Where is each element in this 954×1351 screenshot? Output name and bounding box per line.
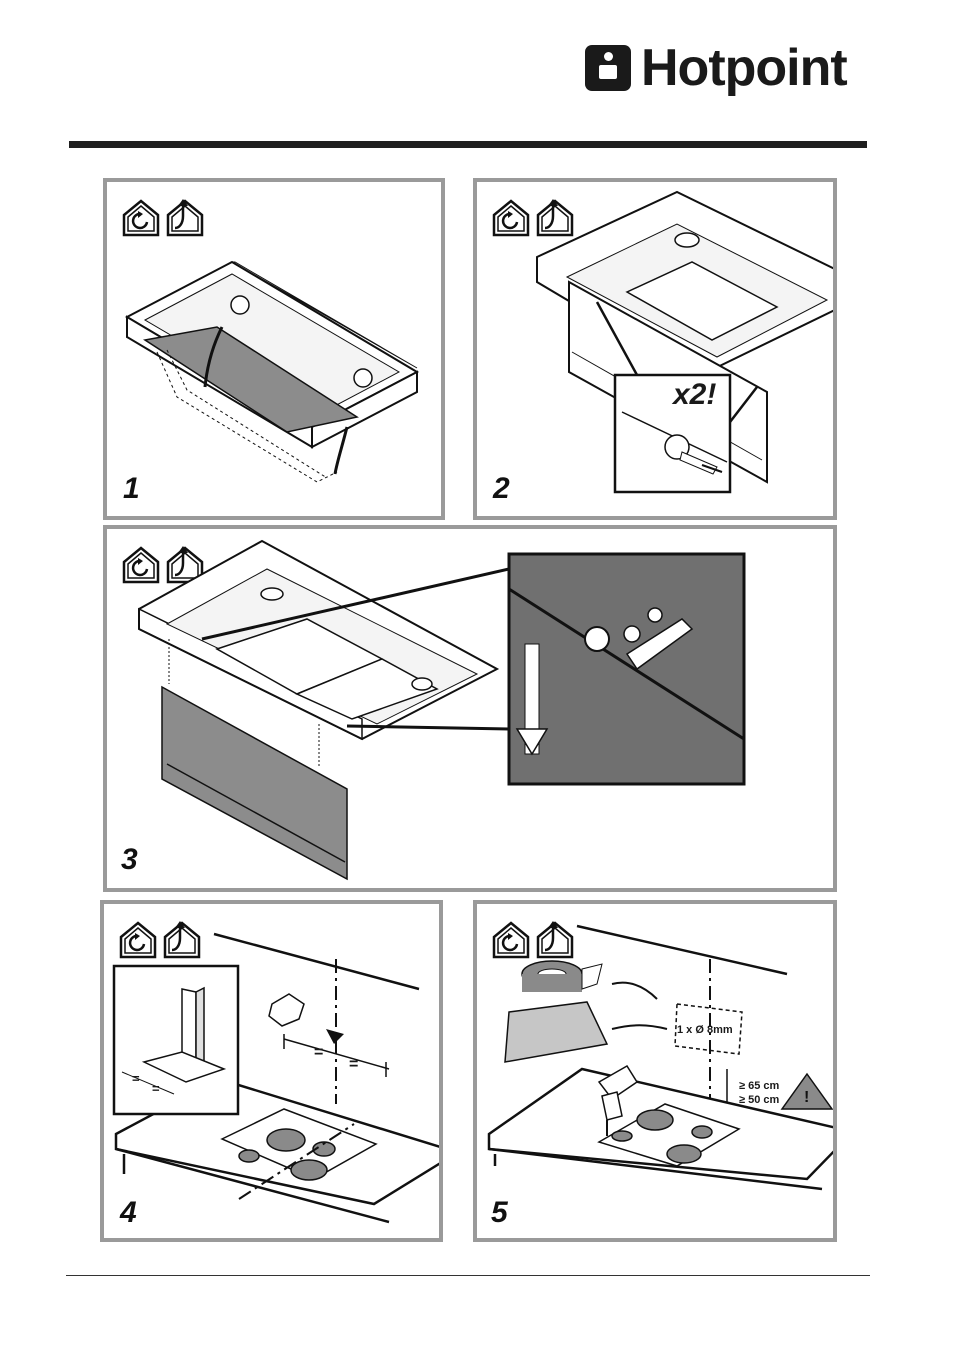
step-4-illustration: [104, 904, 443, 1242]
drill-hole-label: 1 x Ø 8mm: [677, 1024, 733, 1036]
step-5-illustration: [477, 904, 837, 1242]
equal-mark: =: [349, 1056, 358, 1074]
equal-mark: =: [132, 1071, 140, 1086]
step-5-panel: 1 x Ø 8mm ≥ 65 cm ≥ 50 cm ! 5: [473, 900, 837, 1242]
min-height-gas-label: ≥ 50 cm: [739, 1094, 779, 1106]
step-5-number: 5: [491, 1198, 508, 1228]
warning-exclamation-icon: !: [804, 1089, 809, 1107]
step-1-illustration: [107, 182, 445, 520]
step-1-number: 1: [123, 474, 140, 504]
repeat-twice-callout: x2!: [673, 378, 716, 412]
equal-mark: =: [314, 1044, 323, 1062]
step-4-panel: = = = = 4: [100, 900, 443, 1242]
step-1-panel: 1: [103, 178, 445, 520]
step-2-illustration: [477, 182, 837, 520]
header-rule: [69, 141, 867, 148]
brand-name: Hotpoint: [641, 42, 847, 94]
hotpoint-logo: Hotpoint: [585, 40, 847, 96]
step-3-number: 3: [121, 845, 138, 875]
step-4-number: 4: [120, 1198, 137, 1228]
equal-mark: =: [152, 1081, 160, 1096]
step-2-number: 2: [493, 474, 510, 504]
min-height-electric-label: ≥ 65 cm: [739, 1080, 779, 1092]
footer-rule: [66, 1275, 870, 1276]
step-3-illustration: [107, 529, 837, 892]
hotpoint-logo-mark-icon: [585, 45, 631, 91]
step-3-panel: 3: [103, 525, 837, 892]
step-2-panel: x2! 2: [473, 178, 837, 520]
